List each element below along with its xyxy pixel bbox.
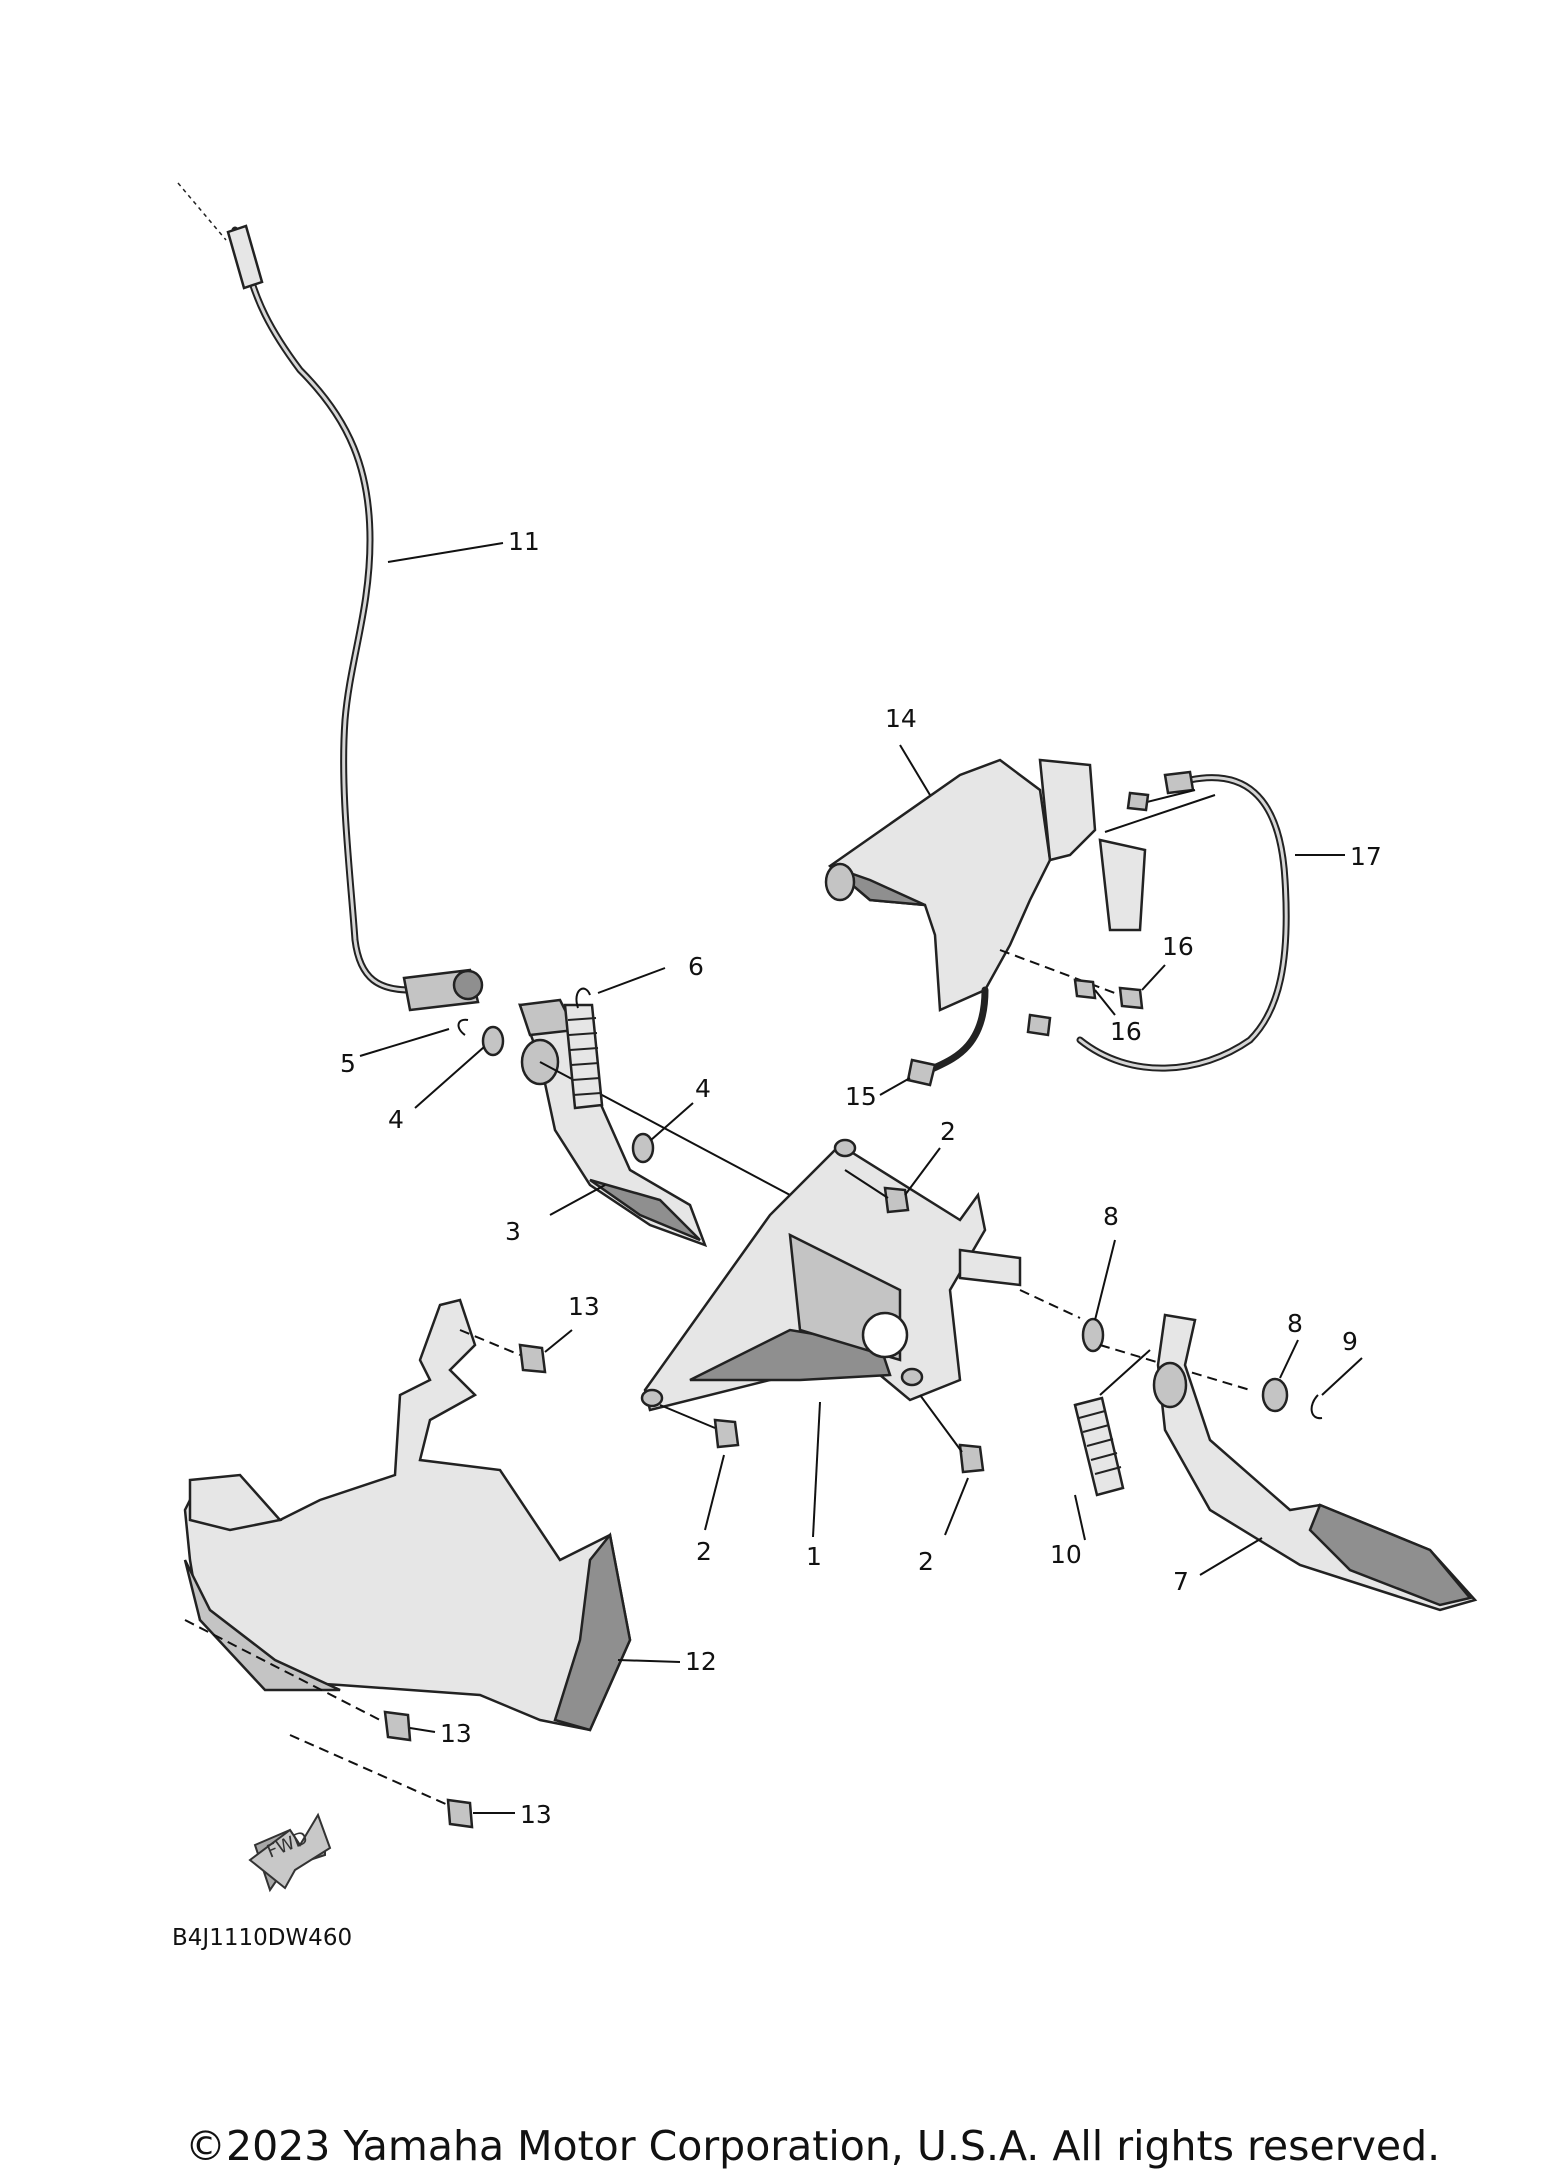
callout-16: 16: [1162, 932, 1194, 961]
callout-5: 5: [340, 1049, 356, 1078]
callout-8: 8: [1287, 1309, 1303, 1338]
callout-13: 13: [440, 1719, 472, 1748]
callout-17: 17: [1350, 842, 1382, 871]
callout-4: 4: [695, 1074, 711, 1103]
washers-part-8-9: [1081, 1239, 1363, 1420]
callout-13: 13: [520, 1800, 552, 1829]
callout-10: 10: [1050, 1540, 1082, 1569]
callout-11: 11: [508, 527, 540, 556]
callout-15: 15: [845, 1082, 877, 1111]
callout-8: 8: [1103, 1202, 1119, 1231]
cables-part-15-17: [879, 770, 1345, 1096]
spring-part-6: [563, 967, 666, 1110]
bracket-part-1: [640, 1138, 1081, 1538]
callout-13: 13: [568, 1292, 600, 1321]
cover-part-12: [183, 1298, 681, 1732]
callout-12: 12: [685, 1647, 717, 1676]
screws-part-13: [184, 1329, 573, 1829]
callout-4: 4: [388, 1105, 404, 1134]
lever-part-3: [518, 998, 791, 1248]
callout-14: 14: [885, 704, 917, 733]
pedal-part-7: [1152, 1313, 1478, 1612]
callout-2: 2: [940, 1117, 956, 1146]
callout-6: 6: [688, 952, 704, 981]
fwd-arrow-icon: FWD: [248, 1812, 332, 1893]
washers-part-4-5: [359, 1018, 694, 1164]
callout-1: 1: [806, 1542, 822, 1571]
callout-9: 9: [1342, 1327, 1358, 1356]
bolts-part-2: [659, 1147, 985, 1536]
handle-part-14: [824, 744, 1147, 1012]
cable-part-11: [177, 182, 504, 1012]
diagram-code: B4J1110DW460: [172, 1925, 352, 1951]
callout-2: 2: [696, 1537, 712, 1566]
spring-part-10: [1073, 1349, 1151, 1541]
callout-7: 7: [1173, 1567, 1189, 1596]
callout-numbers: 1 2 2 2 3 4 4 5 6 7 8 8 9 10 11 12 13 13…: [340, 527, 1382, 1829]
bolts-part-16: [1073, 791, 1166, 1016]
callout-3: 3: [505, 1217, 521, 1246]
callout-2: 2: [918, 1547, 934, 1576]
callout-16: 16: [1110, 1017, 1142, 1046]
copyright-notice: ©2023 Yamaha Motor Corporation, U.S.A. A…: [185, 2122, 1441, 2170]
